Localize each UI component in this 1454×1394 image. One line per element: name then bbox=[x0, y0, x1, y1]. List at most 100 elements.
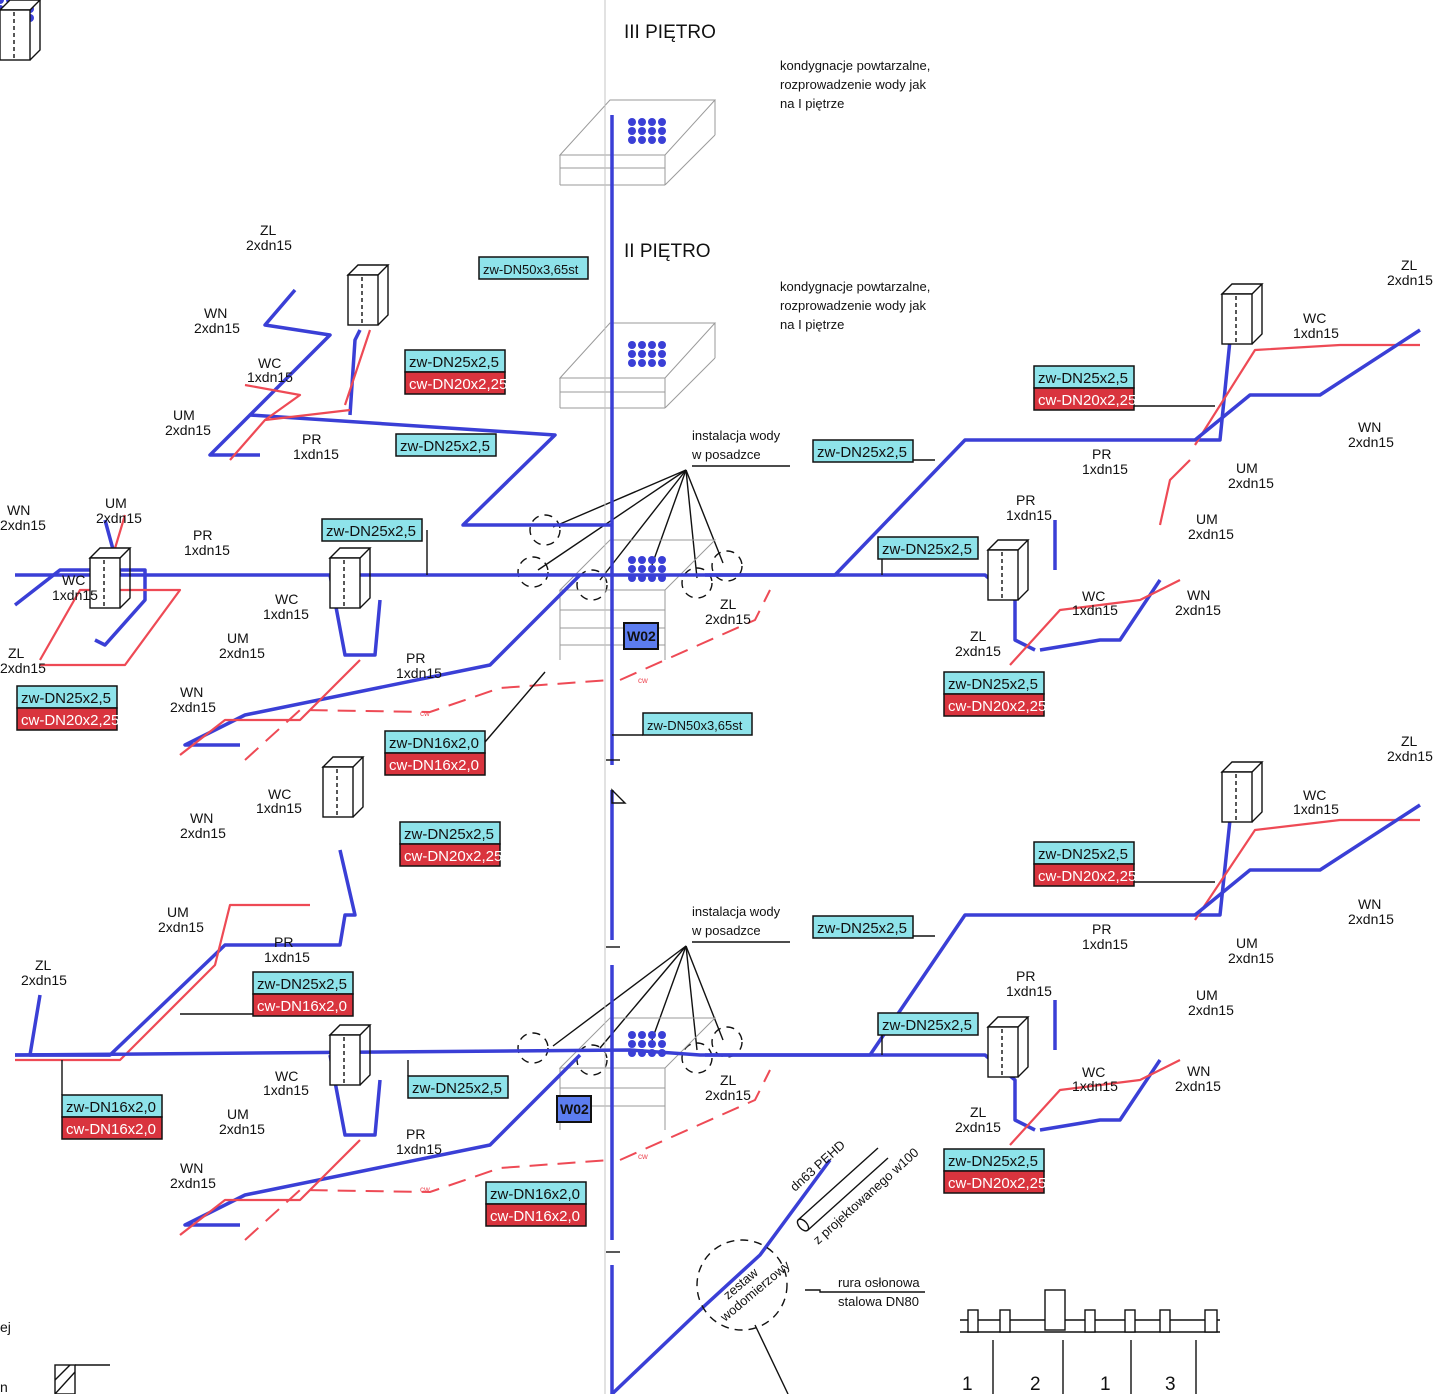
svg-text:ZL: ZL bbox=[720, 1072, 737, 1088]
svg-text:WC: WC bbox=[1082, 588, 1105, 604]
svg-text:1xdn15: 1xdn15 bbox=[1072, 602, 1118, 618]
tag-t18: zw-DN25x2,5 cw-DN20x2,25 bbox=[943, 1148, 1046, 1194]
svg-text:2xdn15: 2xdn15 bbox=[1387, 272, 1433, 288]
svg-text:UM: UM bbox=[1196, 987, 1218, 1003]
svg-text:cw: cw bbox=[638, 676, 648, 685]
tag-t17: zw-DN25x2,5 bbox=[877, 1012, 979, 1036]
svg-text:2xdn15: 2xdn15 bbox=[170, 699, 216, 715]
svg-text:WN: WN bbox=[180, 684, 203, 700]
fixture-wn: WN bbox=[204, 305, 227, 321]
svg-text:zw-DN25x2,5: zw-DN25x2,5 bbox=[817, 444, 907, 461]
svg-text:2xdn15: 2xdn15 bbox=[1387, 748, 1433, 764]
svg-text:zw-DN50x3,65st: zw-DN50x3,65st bbox=[647, 718, 743, 733]
tag-t5: zw-DN16x2,0 cw-DN16x2,0 bbox=[384, 730, 486, 776]
svg-text:UM: UM bbox=[227, 1106, 249, 1122]
svg-text:2xdn15: 2xdn15 bbox=[180, 825, 226, 841]
svg-text:cw: cw bbox=[638, 1152, 648, 1161]
svg-text:zw-DN25x2,5: zw-DN25x2,5 bbox=[400, 438, 490, 455]
svg-text:zw-DN16x2,0: zw-DN16x2,0 bbox=[66, 1099, 156, 1116]
svg-text:WN: WN bbox=[180, 1160, 203, 1176]
svg-text:cw-DN16x2,0: cw-DN16x2,0 bbox=[257, 998, 347, 1015]
tag-t13: zw-DN25x2,5 bbox=[407, 1075, 509, 1099]
svg-text:2xdn15: 2xdn15 bbox=[194, 320, 240, 336]
svg-text:zw-DN25x2,5: zw-DN25x2,5 bbox=[257, 976, 347, 993]
svg-text:2xdn15: 2xdn15 bbox=[170, 1175, 216, 1191]
svg-text:WC: WC bbox=[62, 572, 85, 588]
svg-text:1xdn15: 1xdn15 bbox=[256, 800, 302, 816]
svg-text:cw-DN16x2,0: cw-DN16x2,0 bbox=[66, 1121, 156, 1138]
svg-text:rura osłonowa: rura osłonowa bbox=[838, 1275, 920, 1290]
svg-text:zw-DN25x2,5: zw-DN25x2,5 bbox=[882, 1017, 972, 1034]
svg-text:w posadzce: w posadzce bbox=[691, 923, 761, 938]
svg-text:zw-DN25x2,5: zw-DN25x2,5 bbox=[948, 1153, 1038, 1170]
svg-text:2xdn15: 2xdn15 bbox=[158, 919, 204, 935]
svg-text:PR: PR bbox=[274, 934, 293, 950]
svg-text:WC: WC bbox=[268, 786, 291, 802]
meter-set-detail bbox=[960, 1289, 1220, 1394]
svg-text:UM: UM bbox=[1196, 511, 1218, 527]
fixture-labels: ZL 2xdn15 WN 2xdn15 WC 1xdn15 UM 2xdn15 … bbox=[0, 222, 1433, 1191]
svg-text:cw-DN20x2,25: cw-DN20x2,25 bbox=[1038, 392, 1136, 409]
svg-text:zw-DN25x2,5: zw-DN25x2,5 bbox=[409, 354, 499, 371]
svg-text:WN: WN bbox=[1187, 587, 1210, 603]
svg-text:2xdn15: 2xdn15 bbox=[219, 645, 265, 661]
svg-text:2xdn15: 2xdn15 bbox=[165, 422, 211, 438]
floor-title-2: II PIĘTRO bbox=[624, 241, 711, 262]
svg-text:2xdn15: 2xdn15 bbox=[705, 1087, 751, 1103]
heater-cubes bbox=[0, 0, 1263, 1086]
svg-text:2xdn15: 2xdn15 bbox=[1175, 1078, 1221, 1094]
svg-text:zw-DN25x2,5: zw-DN25x2,5 bbox=[1038, 846, 1128, 863]
svg-text:W02: W02 bbox=[560, 1101, 589, 1117]
svg-text:ZL: ZL bbox=[35, 957, 52, 973]
svg-text:instalacja wody: instalacja wody bbox=[692, 904, 781, 919]
meter-set: zestaw wodomierzowy bbox=[696, 1239, 793, 1394]
svg-text:cw: cw bbox=[420, 1185, 430, 1194]
svg-text:stalowa DN80: stalowa DN80 bbox=[838, 1294, 919, 1309]
svg-text:PR: PR bbox=[406, 1126, 425, 1142]
svg-text:kondygnacje powtarzalne,: kondygnacje powtarzalne, bbox=[780, 58, 930, 73]
edge-text-b: n bbox=[0, 1379, 8, 1394]
slab-floor-3 bbox=[558, 99, 717, 186]
tag-t10: zw-DN25x2,5 cw-DN20x2,25 bbox=[399, 821, 502, 867]
svg-text:W02: W02 bbox=[627, 628, 656, 644]
leader-lines-upper bbox=[537, 469, 724, 581]
svg-text:WN: WN bbox=[1358, 896, 1381, 912]
svg-text:2xdn15: 2xdn15 bbox=[1228, 475, 1274, 491]
junction-circles bbox=[517, 514, 743, 1076]
svg-text:PR: PR bbox=[193, 527, 212, 543]
tag-riser-top: zw-DN50x3,65st bbox=[478, 256, 589, 280]
fixture-zl: ZL bbox=[260, 222, 277, 238]
floor-water-note-lower: instalacja wody w posadzce bbox=[691, 904, 790, 943]
tag-t4: zw-DN25x2,5 cw-DN20x2,25 bbox=[16, 685, 119, 731]
svg-text:1xdn15: 1xdn15 bbox=[52, 587, 98, 603]
tag-t14: zw-DN16x2,0 cw-DN16x2,0 bbox=[485, 1181, 587, 1227]
svg-text:2xdn15: 2xdn15 bbox=[1175, 602, 1221, 618]
tag-t1: zw-DN25x2,5 cw-DN20x2,25 bbox=[404, 349, 507, 395]
tag-t7: zw-DN25x2,5 bbox=[812, 439, 914, 463]
tag-t16: zw-DN25x2,5 cw-DN20x2,25 bbox=[1033, 841, 1136, 887]
svg-text:WC: WC bbox=[275, 1068, 298, 1084]
svg-text:2xdn15: 2xdn15 bbox=[1188, 1002, 1234, 1018]
tag-t15: zw-DN25x2,5 bbox=[812, 915, 914, 939]
svg-text:cw-DN20x2,25: cw-DN20x2,25 bbox=[1038, 868, 1136, 885]
svg-text:PR: PR bbox=[406, 650, 425, 666]
repeat-note-top: kondygnacje powtarzalne, rozprowadzenie … bbox=[780, 58, 930, 111]
svg-text:zw-DN50x3,65st: zw-DN50x3,65st bbox=[483, 262, 579, 277]
svg-text:zw-DN25x2,5: zw-DN25x2,5 bbox=[1038, 370, 1128, 387]
svg-text:1xdn15: 1xdn15 bbox=[396, 1141, 442, 1157]
svg-text:2xdn15: 2xdn15 bbox=[96, 510, 142, 526]
tag-t8: zw-DN25x2,5 bbox=[877, 536, 979, 560]
cw-marks: cw cw cw cw bbox=[420, 676, 648, 1194]
svg-text:ZL: ZL bbox=[1401, 257, 1418, 273]
svg-text:WN: WN bbox=[7, 502, 30, 518]
svg-text:1xdn15: 1xdn15 bbox=[1293, 801, 1339, 817]
tag-t9: zw-DN25x2,5 cw-DN20x2,25 bbox=[943, 671, 1046, 717]
svg-text:UM: UM bbox=[167, 904, 189, 920]
detail-numbers: 1 2 1 3 bbox=[962, 1374, 1176, 1394]
svg-text:zw-DN25x2,5: zw-DN25x2,5 bbox=[404, 826, 494, 843]
svg-text:2xdn15: 2xdn15 bbox=[1188, 526, 1234, 542]
svg-text:2xdn15: 2xdn15 bbox=[1348, 434, 1394, 450]
svg-text:2: 2 bbox=[1030, 1374, 1041, 1394]
leader-lines-lower bbox=[552, 945, 724, 1051]
